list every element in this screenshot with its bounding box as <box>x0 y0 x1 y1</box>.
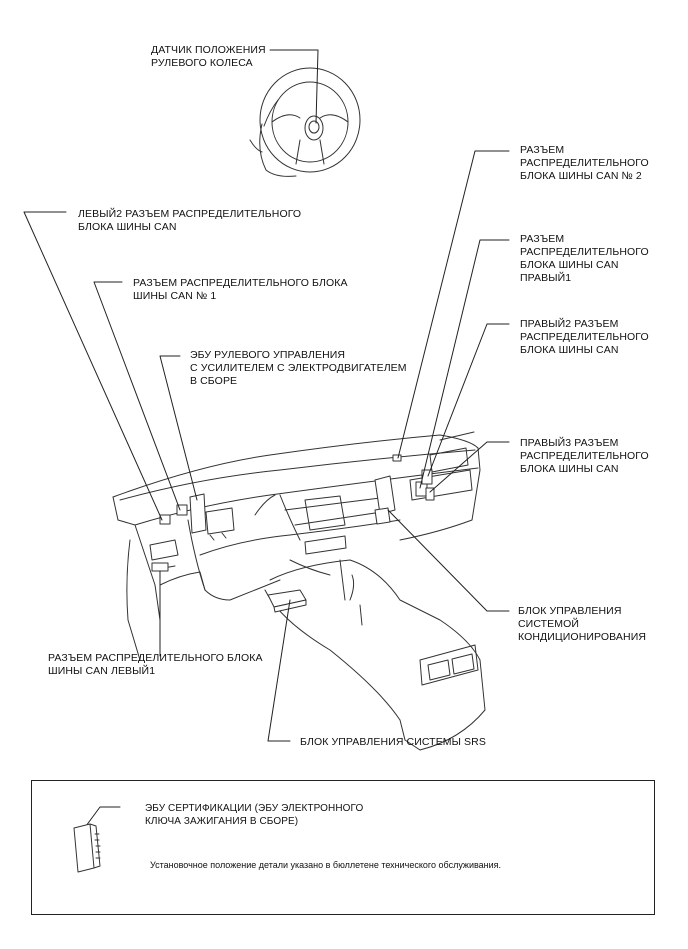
label-right3-connector: ПРАВЫЙ3 РАЗЪЕМ РАСПРЕДЕЛИТЕЛЬНОГО БЛОКА … <box>520 437 649 475</box>
label-steering-angle-sensor: ДАТЧИК ПОЛОЖЕНИЯ РУЛЕВОГО КОЛЕСА <box>151 44 266 69</box>
label-left1-connector: РАЗЪЕМ РАСПРЕДЕЛИТЕЛЬНОГО БЛОКА ШИНЫ CAN… <box>48 652 263 677</box>
ac-control-unit <box>374 475 396 525</box>
left1-connector <box>151 562 169 572</box>
eps-ecu <box>189 493 235 541</box>
left2-connector <box>159 514 171 525</box>
label-right1-connector: РАЗЪЕМ РАСПРЕДЕЛИТЕЛЬНОГО БЛОКА ШИНЫ CAN… <box>520 233 649 284</box>
steering-wheel <box>249 67 361 177</box>
steering-angle-sensor <box>304 115 324 141</box>
right3-connector <box>425 487 435 501</box>
leader-lines <box>23 49 510 827</box>
center-console <box>264 559 486 751</box>
srs-unit <box>267 589 307 613</box>
service-bulletin-note: Установочное положение детали указано в … <box>150 860 502 870</box>
label-can-junction-1: РАЗЪЕМ РАСПРЕДЕЛИТЕЛЬНОГО БЛОКА ШИНЫ CAN… <box>133 277 348 302</box>
label-left2-connector: ЛЕВЫЙ2 РАЗЪЕМ РАСПРЕДЕЛИТЕЛЬНОГО БЛОКА Ш… <box>78 208 302 233</box>
label-can-junction-2: РАЗЪЕМ РАСПРЕДЕЛИТЕЛЬНОГО БЛОКА ШИНЫ CAN… <box>520 144 649 182</box>
label-right2-connector: ПРАВЫЙ2 РАЗЪЕМ РАСПРЕДЕЛИТЕЛЬНОГО БЛОКА … <box>520 318 649 356</box>
right2-connector <box>421 469 433 485</box>
label-certification-ecu: ЭБУ СЕРТИФИКАЦИИ (ЭБУ ЭЛЕКТРОННОГО КЛЮЧА… <box>145 803 364 827</box>
label-ac-control-unit: БЛОК УПРАВЛЕНИЯ СИСТЕМОЙ КОНДИЦИОНИРОВАН… <box>518 605 647 643</box>
certification-ecu <box>73 823 101 873</box>
can-junction-2 <box>392 454 402 462</box>
label-eps-ecu: ЭБУ РУЛЕВОГО УПРАВЛЕНИЯ С УСИЛИТЕЛЕМ С Э… <box>190 349 407 387</box>
instrument-panel <box>112 431 481 661</box>
note-box <box>31 780 655 915</box>
label-srs-unit: БЛОК УПРАВЛЕНИЯ СИСТЕМЫ SRS <box>300 736 486 748</box>
can-junction-1 <box>176 504 188 516</box>
